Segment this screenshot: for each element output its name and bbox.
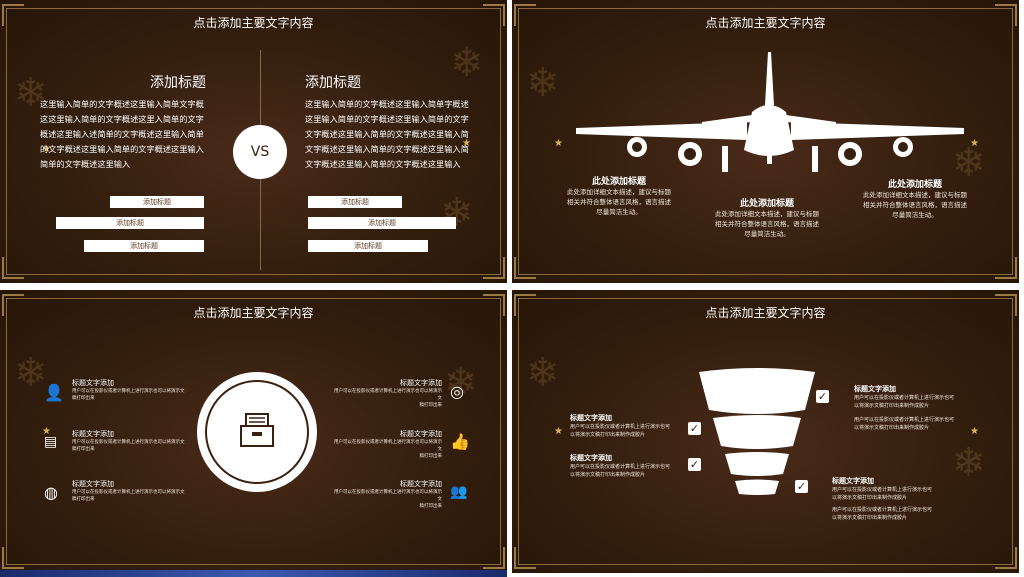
corner-ornament xyxy=(995,257,1017,279)
globe-icon: ◍ xyxy=(44,483,58,502)
right-bar-1[interactable]: 添加标题 xyxy=(308,196,402,208)
bottom-accent-strip xyxy=(0,570,507,577)
star-icon: ★ xyxy=(462,138,471,149)
left-bar-2[interactable]: 添加标题 xyxy=(56,217,204,229)
info-block-1: 此处添加标题 此处添加详细文本描述，建议与标题 相关并符合整体语言风格，语言描述… xyxy=(567,177,671,216)
check-icon: ✓ xyxy=(688,422,701,435)
left-item-2: 标题文字添加 用户可以在投影仪或者计算机上进行演示也可以将演示文 稿打印出来 xyxy=(72,430,185,452)
star-icon: ★ xyxy=(42,144,51,155)
slide-2[interactable]: ❄ ❄ ★ ★ 点击添加主要文字内容 此处添加标题 此处添加详细文本描述，建议与… xyxy=(512,0,1019,283)
slide-1[interactable]: ❄ ❄ ❄ ★ ★ 点击添加主要文字内容 添加标题 添加标题 这里输入简单的文字… xyxy=(0,0,507,283)
star-icon: ★ xyxy=(554,138,563,149)
left-bar-1[interactable]: 添加标题 xyxy=(110,196,204,208)
snowflake-icon: ❄ xyxy=(952,140,986,186)
check-icon: ✓ xyxy=(688,458,701,471)
snowflake-icon: ❄ xyxy=(444,360,478,406)
right-item-3: 标题文字添加 用户可以在投影仪或者计算机上进行演示也可以将演示文 稿打印出来 xyxy=(334,480,442,509)
corner-ornament xyxy=(2,257,24,279)
left-body: 这里输入简单的文字概述这里输入简单文字概 这这里输入简单的文字概述这里入简单的文… xyxy=(40,99,204,169)
snowflake-icon: ❄ xyxy=(14,70,48,116)
corner-ornament xyxy=(483,547,505,569)
airplane-icon xyxy=(576,52,964,172)
target-icon: ◎ xyxy=(450,382,464,401)
slide-title: 点击添加主要文字内容 xyxy=(193,306,314,320)
right-bar-3[interactable]: 添加标题 xyxy=(308,240,428,252)
snowflake-icon: ❄ xyxy=(526,350,560,396)
snowflake-icon: ❄ xyxy=(440,190,474,236)
slide-title: 点击添加主要文字内容 xyxy=(705,306,826,320)
slide-title: 点击添加主要文字内容 xyxy=(193,16,314,30)
left-item-1: 标题文字添加 用户可以在投影仪或者计算机上进行演示也可以将演示文 稿打印出来 xyxy=(72,379,185,401)
left-heading: 添加标题 xyxy=(150,75,206,91)
slide-title: 点击添加主要文字内容 xyxy=(705,16,826,30)
corner-ornament xyxy=(2,547,24,569)
snowflake-icon: ❄ xyxy=(14,350,48,396)
funnel-item-4: 标题文字添加 用户可以在投影仪或者计算机上进行演示也可 以将演示文稿打印出来制作… xyxy=(832,477,933,521)
right-heading: 添加标题 xyxy=(305,75,361,91)
right-bar-2[interactable]: 添加标题 xyxy=(308,217,456,229)
corner-ornament xyxy=(995,547,1017,569)
left-bar-3[interactable]: 添加标题 xyxy=(84,240,204,252)
center-circle xyxy=(197,372,317,492)
left-item-3: 标题文字添加 用户可以在投影仪或者计算机上进行演示也可以将演示文 稿打印出来 xyxy=(72,480,185,502)
info-block-3: 此处添加标题 此处添加详细文本描述，建议与标题 相关并符合整体语言风格，语言描述… xyxy=(863,180,967,219)
funnel-item-3: 标题文字添加 用户可以在投影仪或者计算机上进行演示也可 以将演示文稿打印出来制作… xyxy=(570,454,671,478)
snowflake-icon: ❄ xyxy=(952,440,986,486)
info-block-2: 此处添加标题 此处添加详细文本描述，建议与标题 相关并符合整体语言风格，语言描述… xyxy=(715,199,819,238)
corner-ornament xyxy=(514,257,536,279)
slide-4[interactable]: ❄ ❄ ★ ★ 点击添加主要文字内容 ✓ ✓ ✓ ✓ 标题文字添加 用户可以在投… xyxy=(512,290,1019,573)
funnel-item-2: 标题文字添加 用户可以在投影仪或者计算机上进行演示也可 以将演示文稿打印出来制作… xyxy=(570,414,671,438)
right-body: 这里输入简单的文字概述这里输入简单字概述 这里输入简单的文字概述这里输入简单的文… xyxy=(305,99,469,169)
slide-3[interactable]: ❄ ❄ ★ 点击添加主要文字内容 👤 标题文字添加 用户可以在投影仪或者计算机上… xyxy=(0,290,507,573)
chart-icon: ▤ xyxy=(44,434,58,450)
check-icon: ✓ xyxy=(816,390,829,403)
funnel xyxy=(699,368,815,495)
corner-ornament xyxy=(483,257,505,279)
group-icon: 👥 xyxy=(450,484,468,500)
archive-icon xyxy=(240,413,274,447)
snowflake-icon: ❄ xyxy=(450,40,484,86)
check-icon: ✓ xyxy=(795,480,808,493)
snowflake-icon: ❄ xyxy=(526,60,560,106)
star-icon: ★ xyxy=(554,426,563,437)
funnel-item-1: 标题文字添加 用户可以在投影仪或者计算机上进行演示也可 以将演示文稿打印出来制作… xyxy=(854,385,955,431)
star-icon: ★ xyxy=(42,426,51,437)
star-icon: ★ xyxy=(970,426,979,437)
vs-circle: VS xyxy=(233,125,287,179)
star-icon: ★ xyxy=(970,138,979,149)
right-item-1: 标题文字添加 用户可以在投影仪或者计算机上进行演示也可以将演示文 稿打印出来 xyxy=(334,379,442,408)
user-icon: 👤 xyxy=(44,383,64,402)
thumbs-up-icon: 👍 xyxy=(450,432,470,451)
right-item-2: 标题文字添加 用户可以在投影仪或者计算机上进行演示也可以将演示文 稿打印出来 xyxy=(334,430,442,459)
corner-ornament xyxy=(514,547,536,569)
